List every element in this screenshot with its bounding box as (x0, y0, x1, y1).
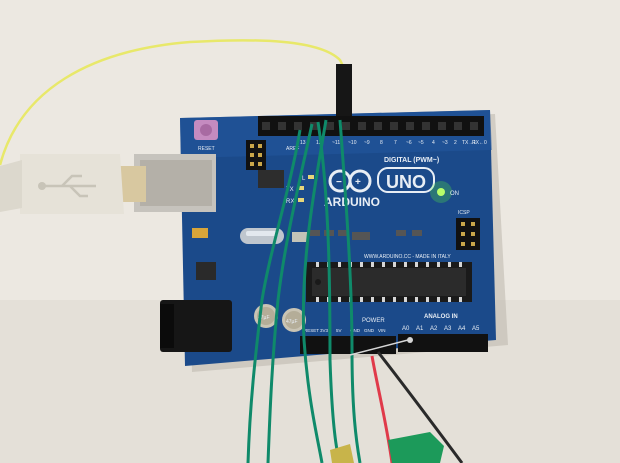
icsp-usb-header (246, 140, 266, 170)
reset-label: RESET (198, 146, 215, 152)
tx-led (298, 186, 304, 190)
pin-label: 12 (316, 140, 322, 146)
dc-barrel-jack (160, 300, 232, 352)
yellow-alligator-clip (330, 444, 354, 463)
green-wires (246, 119, 362, 463)
pin-label: A1 (416, 326, 424, 332)
digital-header (258, 116, 484, 136)
pin-label: A4 (458, 326, 466, 332)
icsp-usb-pins (250, 144, 262, 166)
icsp-pins (461, 222, 475, 246)
arduino-logo: − + (328, 169, 372, 193)
usb-cable-boot (20, 154, 124, 214)
pin-label: 5V (336, 328, 342, 333)
pin-label: A3 (444, 326, 452, 332)
pin-label: ~11 (332, 140, 340, 146)
tx-label: TX (286, 187, 294, 193)
pin-label: 3V3 (320, 328, 329, 333)
pin-label: 4 (432, 140, 435, 146)
pin-label: GND (350, 328, 361, 333)
pin-label: ~10 (348, 140, 357, 146)
usb-cable (0, 160, 22, 212)
pin-label: GND (364, 328, 375, 333)
icsp-label: ICSP (458, 210, 470, 216)
svg-text:−: − (336, 177, 342, 188)
pin-label: ~3 (442, 140, 448, 146)
made-in-text: WWW.ARDUINO.CC - MADE IN ITALY (364, 254, 451, 260)
model-text: UNO (386, 172, 426, 192)
pin-label: 13 (300, 140, 306, 146)
pin-label: TX→1 (462, 140, 476, 146)
icsp-header (456, 218, 480, 250)
pin-label: RESET (304, 328, 319, 333)
pin-label: 8 (380, 140, 383, 146)
brand-text: ARDUINO (324, 195, 380, 209)
yellow-wire-plug (336, 64, 352, 116)
pin-label: 7 (394, 140, 397, 146)
analog-pin-labels: A0 A1 A2 A3 A4 A5 (402, 326, 480, 332)
pin-label: ~9 (364, 140, 370, 146)
pin-label: ~5 (418, 140, 424, 146)
green-alligator-clip (388, 432, 444, 463)
voltage-regulator (196, 262, 216, 280)
usb-chip (258, 170, 284, 188)
pin-label: A5 (472, 326, 480, 332)
power-label: POWER (362, 318, 385, 324)
chip-notch (315, 279, 321, 285)
capacitor-chip (192, 228, 208, 238)
on-led (437, 188, 445, 196)
svg-text:+: + (355, 177, 361, 188)
usb-icon-dot (38, 182, 46, 190)
l-label: L (302, 176, 306, 182)
digital-label: DIGITAL (PWM~) (384, 157, 439, 164)
digital-header-holes (262, 122, 478, 130)
black-wire (376, 351, 464, 463)
component-lead (349, 339, 409, 356)
atmega-chip (312, 268, 466, 296)
pin-label: ~6 (406, 140, 412, 146)
power-pin-labels: RESET 3V3 5V GND GND VIN (304, 328, 386, 333)
analog-header (398, 334, 488, 352)
l-led (308, 175, 314, 179)
svg-text:47µF: 47µF (258, 315, 270, 321)
dc-barrel-jack-face (160, 304, 174, 348)
crystal-highlight (246, 231, 278, 236)
pin-label: A2 (430, 326, 438, 332)
rx-label: RX (286, 199, 294, 205)
on-label: ON (450, 191, 459, 197)
capacitor-right: 47µF (282, 308, 306, 332)
usb-b-port-inner (140, 160, 212, 206)
aref-label: AREF (286, 146, 299, 152)
pin-label: VIN (378, 328, 386, 333)
analog-label: ANALOG IN (424, 314, 458, 320)
pin-label: RX←0 (472, 140, 487, 146)
uno-badge (377, 167, 435, 193)
component-small (292, 232, 308, 242)
component-lead-end (407, 337, 413, 343)
digital-pin-labels: 13 12 ~11 ~10 ~9 8 7 ~6 ~5 4 ~3 2 TX→1 R… (300, 140, 487, 146)
yellow-wire (0, 39, 347, 166)
reset-button-cap (200, 124, 212, 136)
pin-label: 2 (454, 140, 457, 146)
usb-icon (44, 174, 96, 198)
pin-label: A0 (402, 326, 410, 332)
power-header (300, 336, 396, 354)
rx-led (298, 198, 304, 202)
svg-text:47µF: 47µF (286, 319, 298, 325)
